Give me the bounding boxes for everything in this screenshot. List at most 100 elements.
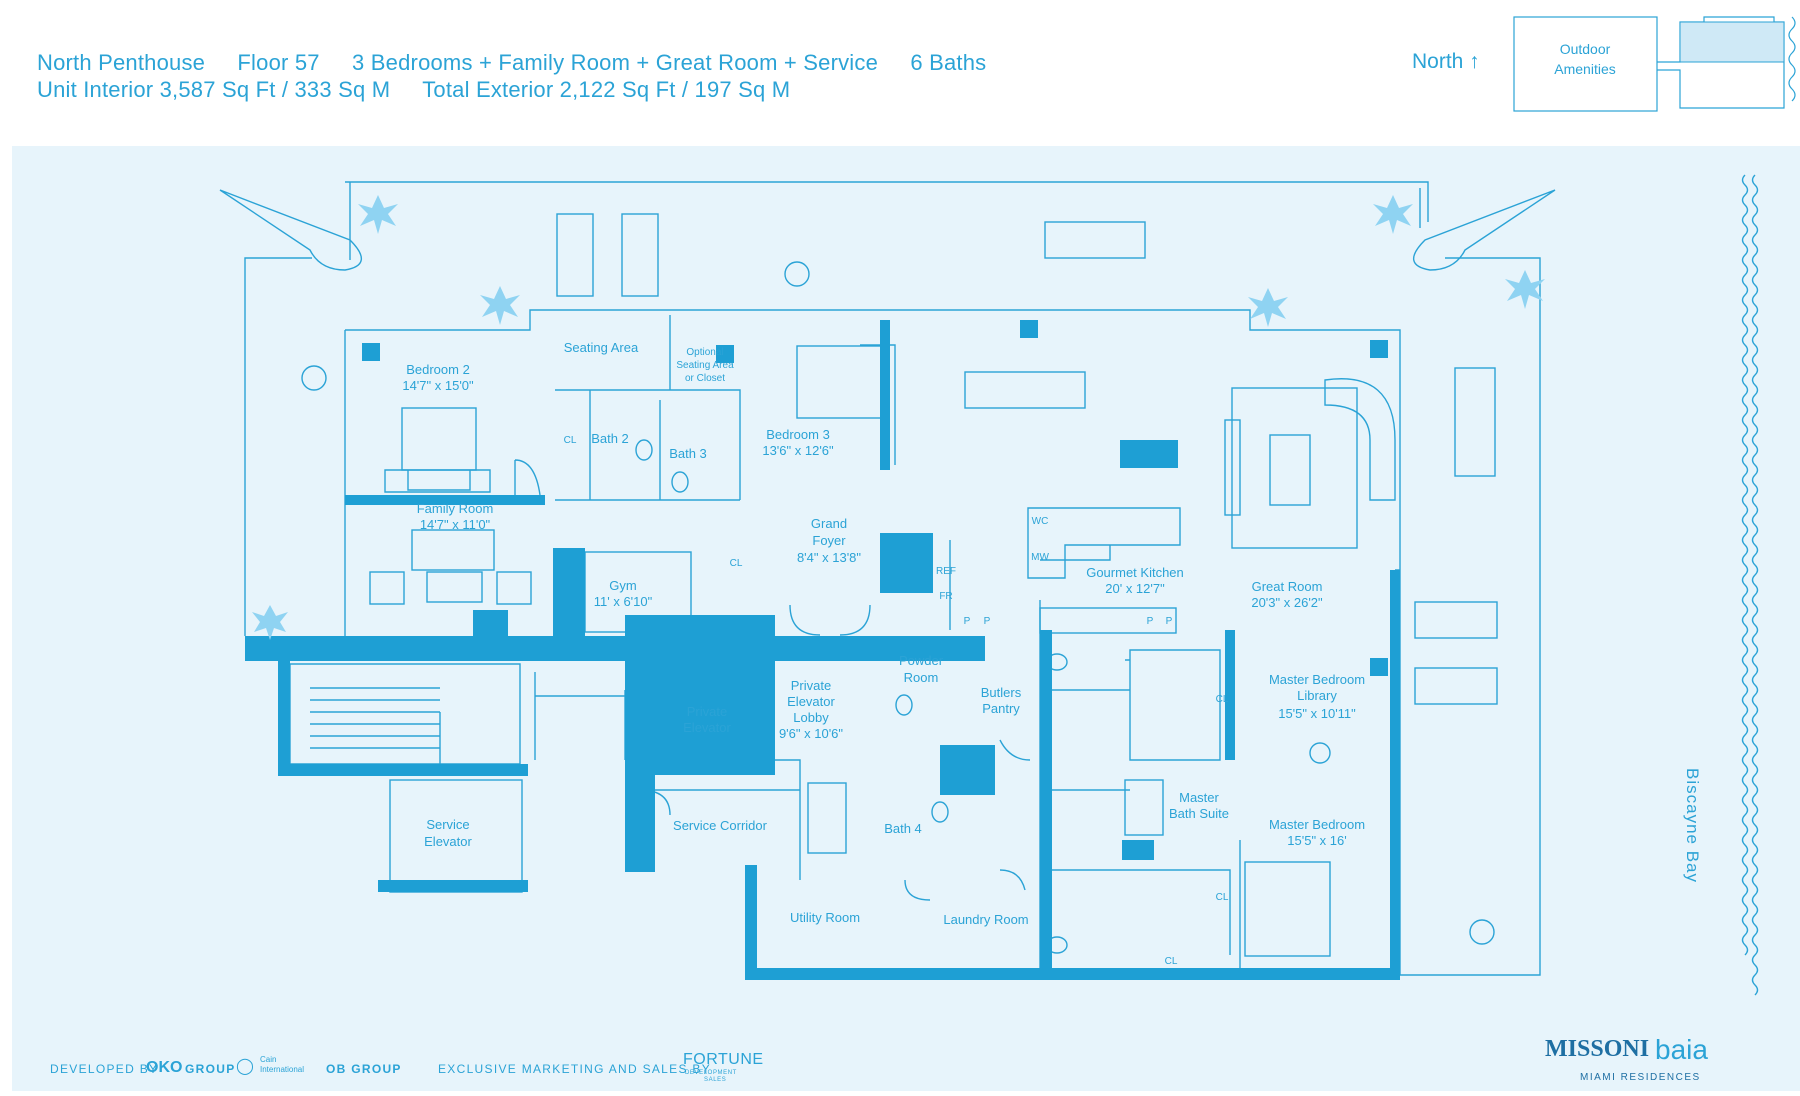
master-bedroom-dims: 15'5" x 16' (1287, 833, 1346, 848)
bath4-label: Bath 4 (884, 821, 922, 836)
master-library-line1: Master Bedroom (1269, 672, 1365, 687)
palm-4 (1248, 288, 1288, 327)
bath3-label: Bath 3 (669, 446, 707, 461)
ref-label: REF (936, 566, 956, 577)
lounger-1 (556, 213, 594, 297)
master-bedroom-label: Master Bedroom (1269, 817, 1365, 832)
service-elevator-line1: Service (426, 817, 469, 832)
service-stairs (289, 663, 521, 765)
col-4 (1370, 340, 1388, 358)
door-swings (514, 459, 1031, 901)
header: North Penthouse Floor 57 3 Bedrooms + Fa… (0, 0, 1800, 140)
cain-line2: International (260, 1065, 305, 1074)
col-1 (362, 343, 380, 361)
pantry-p1-label: P (964, 616, 971, 627)
dining-table-interior (964, 371, 1086, 409)
wall-service-bottom (378, 880, 528, 892)
great-room-label: Great Room (1252, 579, 1323, 594)
wall-kitchen-bath (1040, 630, 1052, 970)
cain-logo-icon: ◯ (236, 1058, 254, 1075)
palm-5 (1505, 270, 1545, 309)
key-plan: Outdoor Amenities (1513, 16, 1796, 112)
palm-3 (1373, 195, 1413, 234)
floor-plan-area: Bedroom 2 14'7" x 15'0" Seating Area Opt… (12, 146, 1800, 1091)
family-chair-left (369, 571, 405, 605)
optional-seating-line3: or Closet (685, 373, 725, 384)
wall-bath-library (1225, 630, 1235, 760)
bath2-label: Bath 2 (591, 431, 629, 446)
gym-label: Gym (609, 578, 636, 593)
service-corridor-label: Service Corridor (673, 818, 768, 833)
closet-label-bath2: CL (564, 435, 577, 446)
oko-group-text: GROUP (185, 1062, 236, 1076)
bedroom2-label: Bedroom 2 (406, 362, 470, 377)
key-plan-amenities-block (1513, 16, 1658, 112)
developed-by-text: DEVELOPED BY (50, 1062, 159, 1076)
wall-utility-south (745, 865, 757, 980)
mw-label: MW (1031, 552, 1049, 563)
baia-logo: baia (1655, 1034, 1708, 1065)
col-2 (716, 345, 734, 363)
wall-south-main (245, 636, 985, 661)
library-table (1309, 742, 1331, 764)
terrace-side-table (784, 261, 810, 287)
laundry-room-label: Laundry Room (943, 912, 1028, 927)
wall-bedroom-sep (345, 495, 545, 505)
terrace-side-table-east (1469, 919, 1495, 945)
closet-label-library: CL (1216, 694, 1229, 705)
family-chair-right (496, 571, 532, 605)
kitchen-p2-label: P (1166, 616, 1173, 627)
family-table (426, 571, 483, 603)
family-sofa (411, 529, 495, 571)
wall-core-block (625, 615, 775, 775)
pantry-p2-label: P (984, 616, 991, 627)
bedroom3-label: Bedroom 3 (766, 427, 830, 442)
fr-label: FR (939, 591, 952, 602)
key-plan-wave-edge (1788, 16, 1796, 102)
great-room-console (1224, 419, 1241, 516)
private-elevator-line2: Elevator (683, 720, 731, 735)
palm-2 (480, 286, 520, 325)
master-library-line2: Library (1297, 688, 1337, 703)
grand-foyer-line2: Foyer (812, 533, 846, 548)
lobby-line2: Elevator (787, 694, 835, 709)
bath-count: 6 Baths (910, 50, 987, 75)
private-elevator-line1: Private (687, 704, 727, 719)
wall-master-south (745, 968, 1400, 980)
exterior-area: Total Exterior 2,122 Sq Ft / 197 Sq M (422, 77, 791, 102)
optional-seating-line1: Optional (686, 347, 723, 358)
dining-table-east (1454, 367, 1496, 477)
marketing-text: EXCLUSIVE MARKETING AND SALES BY (438, 1062, 712, 1076)
structural-walls (245, 320, 1400, 980)
wall-foyer-east (880, 533, 933, 593)
kitchen-p1-label: P (1147, 616, 1154, 627)
floor-plan: Bedroom 2 14'7" x 15'0" Seating Area Opt… (219, 174, 1759, 996)
fortune-sub1: DEVELOPMENT (685, 1070, 737, 1076)
wall-service-west (278, 655, 290, 770)
floor-number: Floor 57 (237, 50, 320, 75)
lounger-4 (1414, 667, 1498, 705)
miami-residences-text: MIAMI RESIDENCES (1580, 1072, 1701, 1083)
terrace-wedge-left (219, 189, 362, 271)
gourmet-kitchen-label: Gourmet Kitchen (1086, 565, 1184, 580)
lounger-3 (1414, 601, 1498, 639)
missoni-logo: MISSONI (1545, 1036, 1650, 1062)
bay-waves-2 (1751, 174, 1759, 996)
great-room-dims: 20'3" x 26'2" (1251, 595, 1323, 610)
lobby-line1: Private (791, 678, 831, 693)
footer: DEVELOPED BY OKO GROUP ◯ Cain Internatio… (0, 1034, 1800, 1091)
bed-master (1244, 861, 1331, 957)
lobby-line3: Lobby (793, 710, 829, 725)
toilet-bath4 (931, 801, 949, 823)
wall-gym-block (473, 610, 508, 640)
master-bath-line1: Master (1179, 790, 1219, 805)
bay-waves (1741, 174, 1749, 956)
col-3 (1020, 320, 1038, 338)
closet-label-gym: CL (730, 558, 743, 569)
kitchen-island (1027, 507, 1181, 579)
bed-bedroom2-pillows (384, 469, 491, 493)
wall-gym-west (553, 548, 585, 638)
wall-bedroom3-east (880, 320, 890, 470)
closet-label-master-bath: CL (1165, 956, 1178, 967)
service-elevator-line2: Elevator (424, 834, 472, 849)
